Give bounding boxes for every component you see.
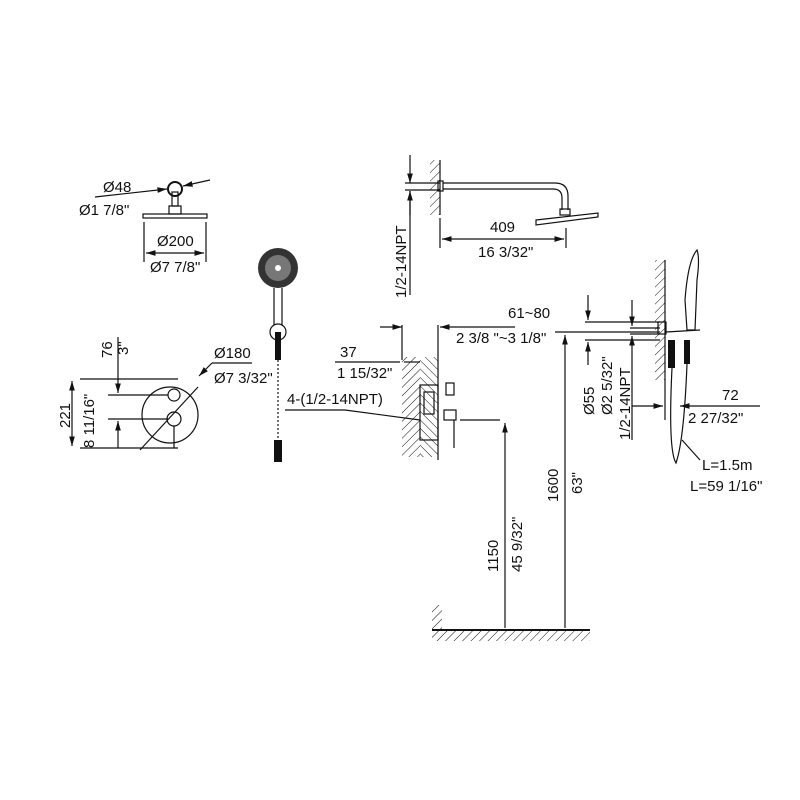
outlet-thread: 1/2-14NPT <box>617 367 634 440</box>
outlet-dia-mm: Ø55 <box>581 387 598 415</box>
arm-thread: 1/2-14NPT <box>393 225 410 298</box>
knob-spacing-in: 3" <box>115 341 132 355</box>
arm-length-in: 16 3/32" <box>478 244 533 261</box>
valve-depth-in: 1 15/32" <box>337 365 392 382</box>
wall-range-mm: 61~80 <box>508 305 550 322</box>
arm-dia-in: Ø1 7/8" <box>79 202 129 219</box>
valve-height-in: 45 9/32" <box>509 517 526 572</box>
valve-section-view: 37 1 15/32" 4-(1/2-14NPT) 61~80 2 3/8 "~… <box>285 305 550 460</box>
wall-range-in: 2 3/8 "~3 1/8" <box>456 330 546 347</box>
outlet-dia-in: Ø2 5/32" <box>599 356 616 415</box>
plate-dia-in: Ø7 3/32" <box>214 370 273 387</box>
hand-shower-side-view: Ø55 Ø2 5/32" 1/2-14NPT 72 2 27/32" L=1.5… <box>581 248 762 495</box>
arm-height-mm: 1600 <box>545 469 562 502</box>
valve-plate-front-view: 221 8 11/16" 76 3" Ø180 Ø7 3/32" <box>57 337 273 451</box>
arm-dia-mm: Ø48 <box>103 179 131 196</box>
projection-mm: 72 <box>722 387 739 404</box>
hose-length-m: L=1.5m <box>702 457 752 474</box>
projection-in: 2 27/32" <box>688 410 743 427</box>
head-dia-mm: Ø200 <box>157 233 194 250</box>
shower-arm-side-view: 1/2-14NPT 409 16 3/32" <box>393 155 599 298</box>
shower-head-top-view: Ø48 Ø1 7/8" Ø200 Ø7 7/8" <box>79 179 211 276</box>
valve-ports: 4-(1/2-14NPT) <box>287 391 383 408</box>
plate-height-mm: 221 <box>57 403 74 428</box>
plate-dia-mm: Ø180 <box>214 345 251 362</box>
arm-height-in: 63" <box>569 472 586 494</box>
valve-depth-mm: 37 <box>340 344 357 361</box>
head-dia-in: Ø7 7/8" <box>150 259 200 276</box>
hand-shower-front-view <box>258 248 298 462</box>
arm-length-mm: 409 <box>490 219 515 236</box>
hose-length-in: L=59 1/16" <box>690 478 762 495</box>
plate-height-in: 8 11/16" <box>81 394 98 448</box>
knob-spacing-mm: 76 <box>99 341 116 358</box>
valve-height-mm: 1150 <box>485 540 502 572</box>
height-dimensions: 1150 45 9/32" 1600 63" <box>432 331 660 641</box>
